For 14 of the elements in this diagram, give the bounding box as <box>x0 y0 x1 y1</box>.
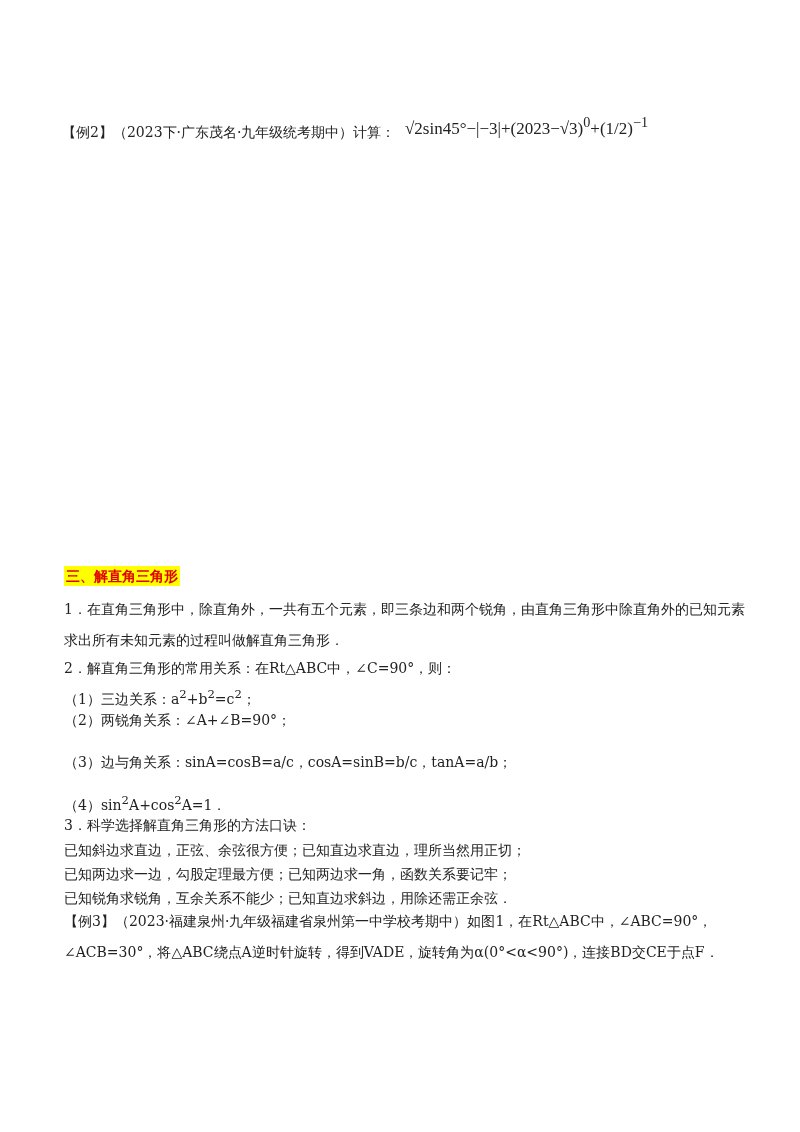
mnemonic-line: 已知斜边求直边，正弦、余弦很方便；已知直边求直边，理所当然用正切； <box>64 841 527 860</box>
math-expression: √2sin45°−|−3|+(2023−√3)$^{0}$+(1/2)$^{−1}$ <box>405 113 650 139</box>
example-heading: 【例3】（2023·福建泉州·九年级福建省泉州第一中学校考期中）如图1，在Rt△ABC中，∠ABC=90°，∠ACB=30°，将△ABC绕点A逆时针旋转，得到VADE，旋转角为α(0°<α<90°)，连接BD交CE于点F． <box>64 912 720 962</box>
paragraph: 2．解直角三角形的常用关系：在Rt△ABC中，∠C=90°，则： <box>64 659 458 678</box>
section-heading: 三、解直角三角形 <box>64 566 180 586</box>
mnemonic-line: 已知锐角求锐角，互余关系不能少；已知直边求斜边，用除还需正余弦． <box>64 889 513 908</box>
formula-line: （2）两锐角关系：∠A+∠B=90°； <box>64 711 293 730</box>
formula-line: （3）边与角关系：sinA=cosB=a/c，cosA=sinB=b/c，tanA=a/b； <box>64 753 514 772</box>
formula-line: （1）三边关系：a$^{2}$+b$^{2}$=c$^{2}$； <box>64 686 257 709</box>
paragraph: 3．科学选择解直角三角形的方法口诀： <box>64 816 312 835</box>
formula-line: （4）sin$^{2}$A+cos$^{2}$A=1． <box>64 792 228 815</box>
paragraph: 1．在直角三角形中，除直角外，一共有五个元素，即三条边和两个锐角，由直角三角形中除直角外的已知元素求出所有未知元素的过程叫做解直角三角形． <box>64 600 746 650</box>
mnemonic-line: 已知两边求一边，勾股定理最方便；已知两边求一角，函数关系要记牢； <box>64 865 513 884</box>
example-heading: 【例2】（2023下·广东茂名·九年级统考期中）计算： <box>62 123 397 142</box>
